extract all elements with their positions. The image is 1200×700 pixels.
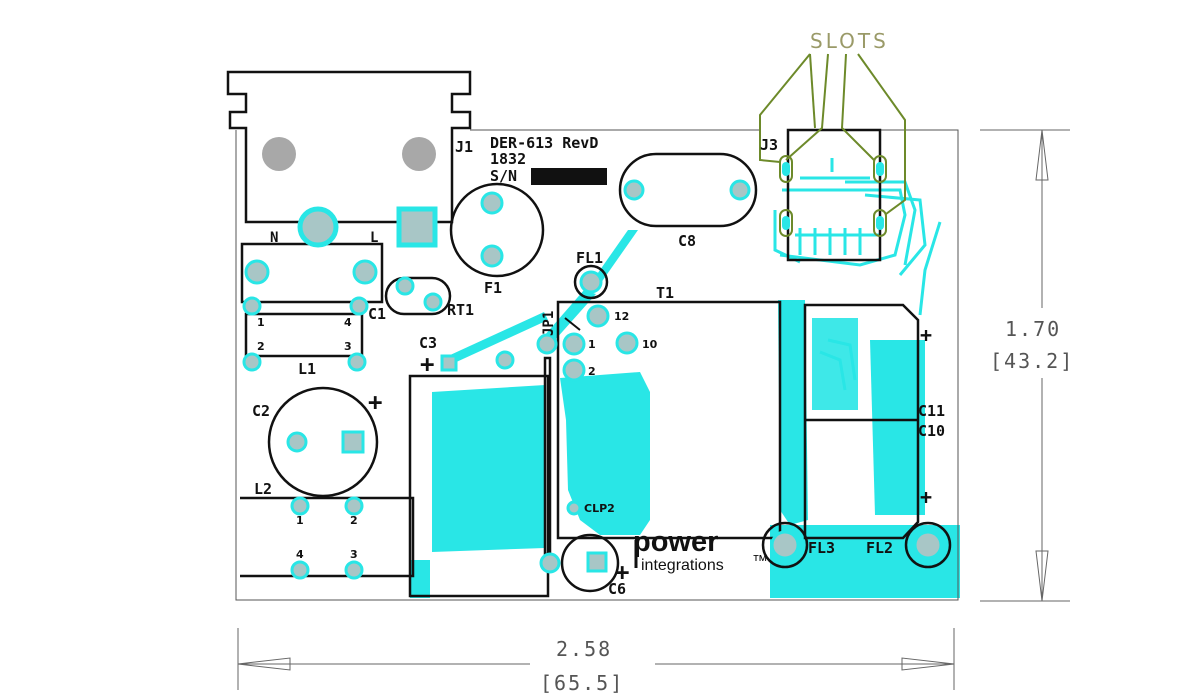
pad-n: [297, 206, 339, 248]
label-l1: L1: [298, 360, 316, 378]
j1-outline: [226, 70, 472, 224]
label-j1: J1: [455, 138, 473, 156]
c3-outline: [408, 374, 550, 598]
copper-pour-c11-top: [812, 318, 858, 410]
pin-labels: 1 4 2 3 1 2 4 3 12 1 10 2: [257, 310, 658, 561]
j3-slots: [779, 155, 887, 237]
c6-outline: [560, 533, 620, 593]
l1-pin-2: 2: [257, 340, 265, 353]
l1-pin-1: 1: [257, 316, 265, 329]
label-l: L: [370, 230, 378, 246]
copper-pour-secondary-left: [778, 300, 808, 525]
c11-plus: +: [920, 323, 932, 347]
logo-line1: power: [633, 526, 718, 558]
fl3-ring: [761, 521, 809, 569]
j3-inner-pads: [782, 162, 884, 230]
power-integrations-logo: power integrations ™: [633, 526, 768, 574]
polarity-marks: + + + + +: [368, 323, 932, 586]
c8-outline: [618, 152, 758, 228]
fl2-ring: [904, 521, 952, 569]
t1-pin-12: 12: [614, 310, 629, 323]
label-clp2: CLP2: [584, 502, 615, 515]
l1-outline: [244, 312, 364, 358]
copper-pour-c3: [432, 385, 545, 552]
l1-pin-4: 4: [344, 316, 352, 329]
slots-label: SLOTS: [810, 29, 889, 53]
t1-pin-10: 10: [642, 338, 658, 351]
jp1-marker: [564, 317, 581, 331]
logo-trademark: ™: [752, 553, 768, 570]
copper-pour-secondary-right: [870, 340, 925, 515]
l2-pin-4: 4: [296, 548, 304, 561]
board-serial-label: S/N: [490, 167, 517, 185]
serial-number-block: [531, 168, 607, 185]
label-n: N: [270, 230, 278, 246]
l2-pin-2: 2: [350, 514, 358, 527]
label-j3: J3: [760, 136, 778, 154]
height-inches: 1.70: [1005, 317, 1061, 341]
t1-pin-1: 1: [588, 338, 596, 351]
label-fl2: FL2: [866, 539, 893, 557]
c3-plus: +: [420, 350, 434, 378]
copper-pour-primary: [560, 372, 650, 535]
refdes-labels: DER-613 RevD 1832 S/N J1 N L F1 C8 FL1 T…: [252, 134, 945, 598]
logo-line2: integrations: [641, 557, 724, 574]
label-c2: C2: [252, 402, 270, 420]
label-jp1: JP1: [541, 311, 557, 336]
l2-pin-3: 3: [350, 548, 358, 561]
label-c10: C10: [918, 422, 945, 440]
l2-outline: [240, 496, 415, 578]
slots-leaders: [759, 53, 906, 215]
label-fl3: FL3: [808, 539, 835, 557]
label-fl1: FL1: [576, 249, 603, 267]
board-title: DER-613 RevD: [490, 134, 598, 152]
c2-outline: [267, 386, 379, 498]
pad-j1-a: [262, 137, 296, 171]
label-c3: C3: [419, 334, 437, 352]
height-mm: [43.2]: [990, 349, 1074, 373]
label-rt1: RT1: [447, 301, 474, 319]
c10-plus: +: [920, 485, 932, 509]
t1-outline: [556, 300, 782, 540]
c6-plus: +: [615, 558, 629, 586]
l1-pin-3: 3: [344, 340, 352, 353]
dimension-height: [980, 129, 1070, 602]
label-c8: C8: [678, 232, 696, 250]
copper-pour-secondary-bottom: [770, 525, 960, 598]
j3-outline: [786, 128, 882, 262]
label-t1: T1: [656, 284, 674, 302]
rt1-outline: [384, 276, 452, 316]
l2-pin-1: 1: [296, 514, 304, 527]
label-c6: C6: [608, 580, 626, 598]
copper-layer: [410, 158, 960, 598]
width-mm: [65.5]: [540, 671, 624, 695]
board-outline: [235, 129, 959, 601]
board-date-code: 1832: [490, 150, 526, 168]
fl1-ring: [573, 264, 609, 300]
copper-trace-c3: [448, 312, 548, 364]
label-c11: C11: [918, 402, 945, 420]
label-l2: L2: [254, 480, 272, 498]
t1-pin-2: 2: [588, 365, 596, 378]
c2-plus: +: [368, 388, 382, 416]
pad-l: [396, 206, 438, 248]
f1-outline: [449, 182, 545, 278]
label-c1: C1: [368, 305, 386, 323]
label-f1: F1: [484, 279, 502, 297]
pads: [242, 137, 943, 580]
pad-j1-b: [402, 137, 436, 171]
width-inches: 2.58: [556, 637, 612, 661]
copper-pour-bottom: [410, 560, 430, 598]
dimension-width: [237, 628, 955, 690]
